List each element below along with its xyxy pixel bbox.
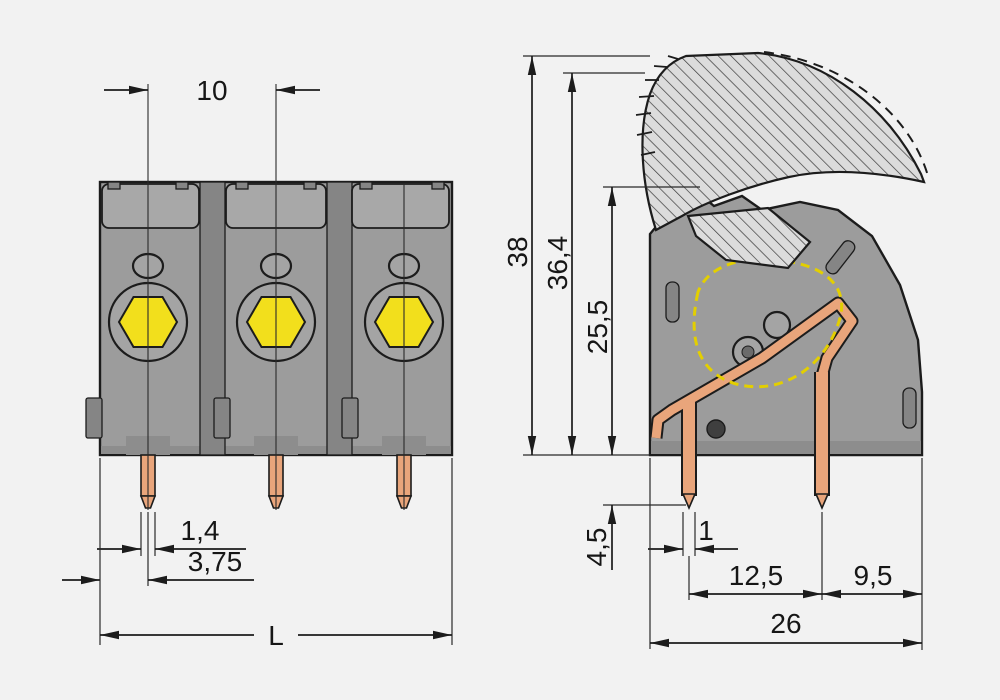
module-notch xyxy=(303,181,317,190)
dimension-side-pin-width: 1 xyxy=(648,512,738,556)
dimension-total-length: L xyxy=(99,458,453,651)
dimension-height-total: 38 xyxy=(502,55,650,456)
lever-serrations xyxy=(635,55,679,156)
dim-depth-total-label: 26 xyxy=(770,608,801,639)
module-notch xyxy=(107,181,121,190)
module-notch xyxy=(359,181,373,190)
dim-height-lever-label: 36,4 xyxy=(542,236,573,291)
busbar xyxy=(651,298,857,439)
housing-slot xyxy=(902,387,917,429)
operating-lever xyxy=(635,51,929,270)
module-notch xyxy=(431,181,445,190)
lever-travel-arc xyxy=(763,51,929,177)
clamp-module xyxy=(351,183,450,229)
solder-pin-tip xyxy=(814,493,830,511)
dim-pin-width-label: 1,4 xyxy=(181,515,220,546)
spring-pivot-core xyxy=(741,345,755,359)
dimension-pin-pitch: 12,5 xyxy=(688,512,823,600)
lever-section xyxy=(641,51,926,232)
dimension-pin-width: 1,4 xyxy=(97,512,246,556)
lower-slot xyxy=(85,397,103,439)
module-notch xyxy=(235,181,249,190)
lever-inner-arm xyxy=(686,206,812,270)
housing-details xyxy=(665,240,917,439)
lower-slot xyxy=(213,397,231,439)
front-centerlines xyxy=(147,84,405,510)
side-housing-shadow xyxy=(651,441,921,454)
dim-height-housing-label: 25,5 xyxy=(582,300,613,355)
solder-pin-tip xyxy=(681,493,697,511)
dim-pin-length-label: 4,5 xyxy=(581,528,612,567)
clamp-roller xyxy=(762,310,792,340)
copper-conductor xyxy=(649,296,859,511)
dimension-edge-to-pin: 3,75 xyxy=(62,512,254,586)
side-view: 38 36,4 25,5 4,5 1 xyxy=(502,51,929,650)
dim-total-length-label: L xyxy=(268,620,284,651)
housing-slot xyxy=(665,281,680,323)
dimension-height-lever: 36,4 xyxy=(542,72,645,455)
clamp-module xyxy=(101,183,200,229)
dim-side-pin-width-label: 1 xyxy=(698,515,714,546)
dim-pin-pitch-label: 12,5 xyxy=(729,560,784,591)
dim-edge-to-pin-label: 3,75 xyxy=(188,546,243,577)
dimension-height-housing: 25,5 xyxy=(582,186,700,455)
front-view: 10 1,4 3,75 L xyxy=(62,75,454,651)
dimension-pin-length: 4,5 xyxy=(581,504,686,570)
dimension-depth-total: 26 xyxy=(649,458,922,649)
dim-pin-to-back-label: 9,5 xyxy=(854,560,893,591)
dim-height-total-label: 38 xyxy=(502,236,533,267)
lower-slot xyxy=(341,397,359,439)
dim-pitch-label: 10 xyxy=(196,75,227,106)
module-notch xyxy=(175,181,189,190)
mounting-hole xyxy=(706,419,726,439)
dimension-pin-to-back: 9,5 xyxy=(822,458,923,650)
front-pole xyxy=(341,181,450,509)
dimension-pitch: 10 xyxy=(104,75,320,106)
housing-slot xyxy=(825,240,856,275)
